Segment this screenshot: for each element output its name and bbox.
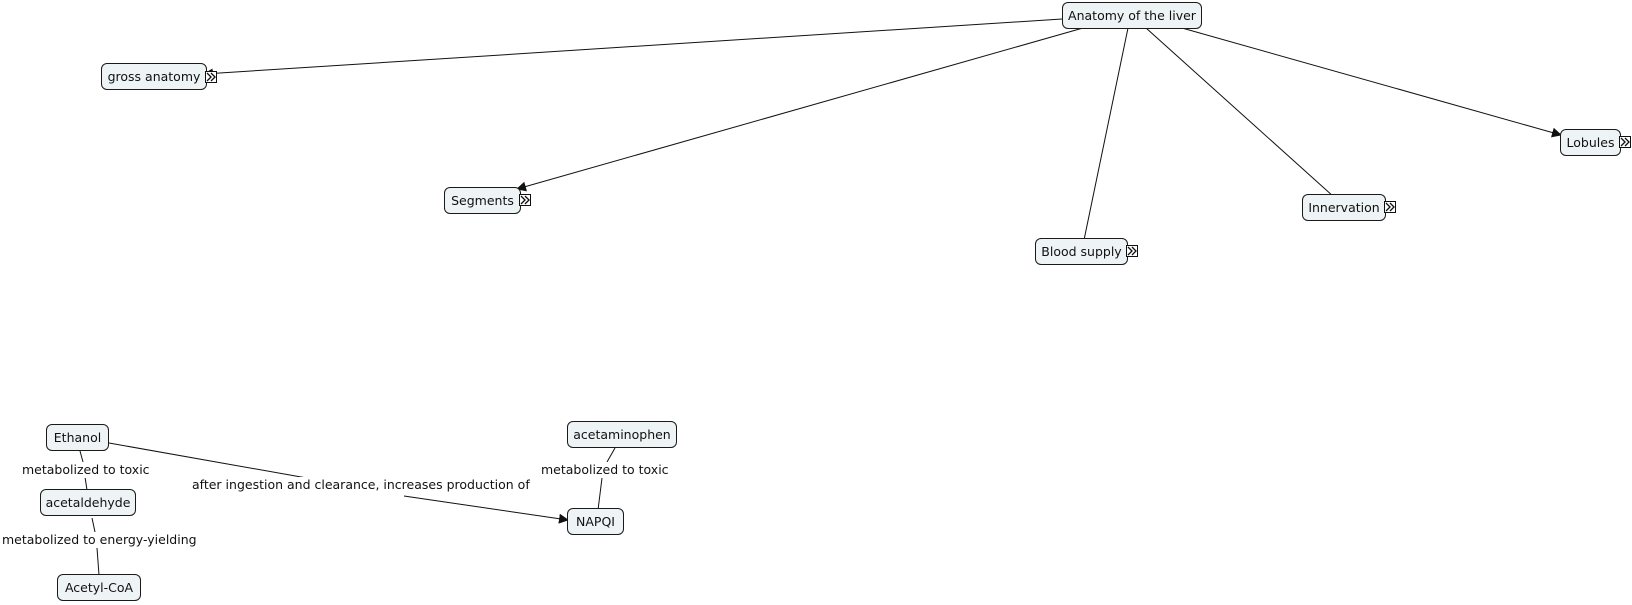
double-chevron-right-icon[interactable] bbox=[519, 194, 531, 206]
concept-innervation[interactable]: Innervation bbox=[1302, 194, 1386, 221]
concept-acetaldehyde[interactable]: acetaldehyde bbox=[40, 489, 136, 516]
concept-ethanol[interactable]: Ethanol bbox=[46, 424, 109, 451]
concept-acetaminophen[interactable]: acetaminophen bbox=[567, 421, 677, 448]
double-chevron-right-icon[interactable] bbox=[1126, 245, 1138, 257]
double-chevron-right-icon[interactable] bbox=[1384, 201, 1396, 213]
concept-anatomy-of-the-liver[interactable]: Anatomy of the liver bbox=[1062, 2, 1202, 29]
link-label-ethanol-acetaldehyde[interactable]: metabolized to toxic bbox=[21, 462, 151, 478]
connector-ethanol-label bbox=[79, 450, 84, 463]
double-chevron-right-icon[interactable] bbox=[205, 71, 217, 83]
concept-napqi[interactable]: NAPQI bbox=[567, 508, 624, 535]
connector-anatomy-lobules bbox=[1181, 27, 1562, 138]
connector-label-acetyl-coa bbox=[96, 547, 100, 576]
link-label-ethanol-napqi[interactable]: after ingestion and clearance, increases… bbox=[191, 477, 531, 493]
connector-anatomy-innervation bbox=[1145, 27, 1335, 198]
concept-blood-supply[interactable]: Blood supply bbox=[1035, 238, 1128, 265]
concept-segments[interactable]: Segments bbox=[444, 187, 521, 214]
double-chevron-right-icon[interactable] bbox=[1619, 136, 1631, 148]
concept-acetyl-coa[interactable]: Acetyl-CoA bbox=[57, 574, 141, 601]
link-label-acetaldehyde-acetyl-coa[interactable]: metabolized to energy-yielding bbox=[1, 532, 198, 548]
connector-anatomy-blood-supply bbox=[1083, 27, 1129, 241]
connector-label-acetaldehyde bbox=[84, 476, 88, 491]
connector-acetaldehyde-label bbox=[91, 517, 96, 533]
connector-label-to-napqi bbox=[403, 495, 569, 524]
connector-anatomy-segments bbox=[516, 27, 1084, 192]
connector-label-napqi bbox=[597, 477, 603, 511]
connector-acetaminophen-label bbox=[606, 447, 616, 463]
connector-ethanol-to-label bbox=[108, 442, 319, 481]
link-label-acetaminophen-napqi[interactable]: metabolized to toxic bbox=[540, 462, 670, 478]
concept-lobules[interactable]: Lobules bbox=[1560, 129, 1621, 156]
connector-anatomy-gross-anatomy bbox=[203, 18, 1063, 79]
concept-gross-anatomy[interactable]: gross anatomy bbox=[101, 63, 207, 90]
